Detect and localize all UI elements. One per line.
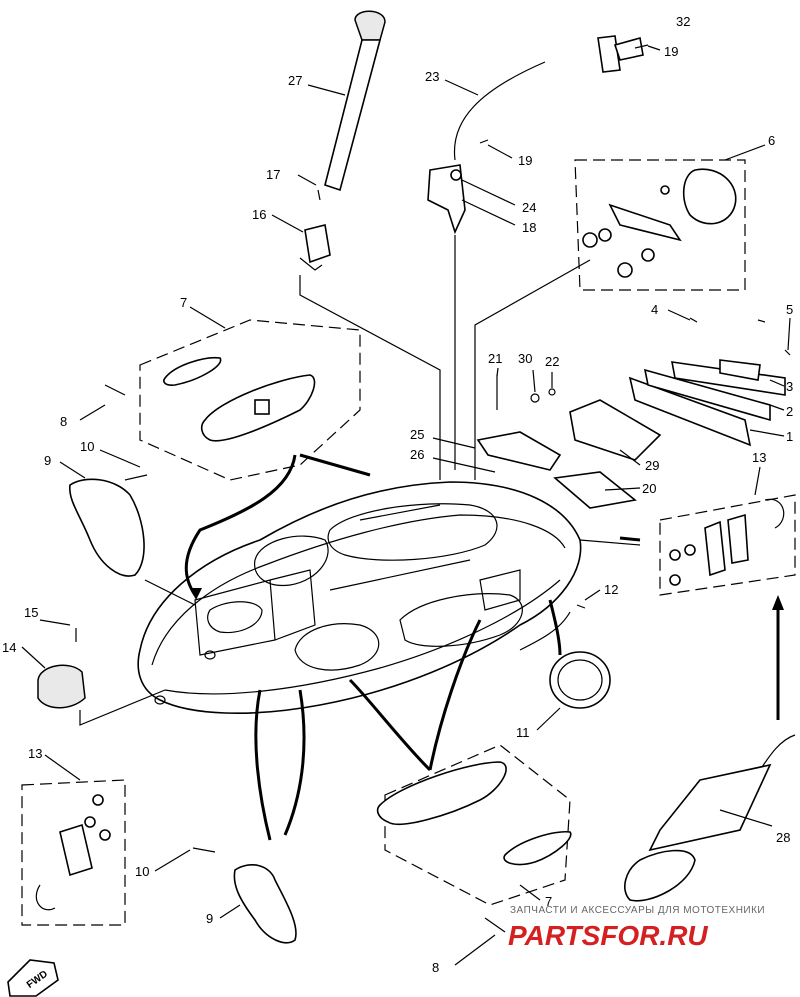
callout-18: 18 (522, 220, 536, 235)
fwd-direction-marker: FWD (7, 959, 59, 997)
callout-14: 14 (2, 640, 16, 655)
callout-17: 17 (266, 167, 280, 182)
handle-assembly-part-7-upper (139, 319, 361, 481)
plate-part-20 (476, 375, 637, 509)
cable-part-23 (427, 61, 546, 235)
callout-8-lower: 8 (432, 960, 439, 975)
callout-9-upper: 9 (44, 453, 51, 468)
hook-assembly-part-13-left (21, 779, 126, 926)
bracket-part-32 (597, 35, 644, 73)
callout-19-top: 19 (664, 44, 678, 59)
callout-10-upper: 10 (80, 439, 94, 454)
callout-4: 4 (651, 302, 658, 317)
cap-part-14 (37, 664, 86, 709)
callout-21: 21 (488, 351, 502, 366)
callout-2: 2 (786, 404, 793, 419)
callout-7-lower: 7 (545, 894, 552, 909)
steering-pole-part-27 (299, 10, 386, 271)
callout-25: 25 (410, 427, 424, 442)
callout-labels: 1 2 3 4 5 6 7 7 8 8 9 9 10 10 11 12 13 1… (2, 14, 793, 975)
callout-leaders (21, 45, 791, 966)
callout-15: 15 (24, 605, 38, 620)
watermark-tagline: ЗАПЧАСТИ И АКСЕССУАРЫ ДЛЯ МОТОТЕХНИКИ (510, 905, 765, 916)
callout-7-upper: 7 (180, 295, 187, 310)
callout-13-right: 13 (752, 450, 766, 465)
callout-6: 6 (768, 133, 775, 148)
callout-30: 30 (518, 351, 532, 366)
callout-20: 20 (642, 481, 656, 496)
leader-lines (79, 235, 784, 841)
callout-5: 5 (786, 302, 793, 317)
callout-13-left: 13 (28, 746, 42, 761)
fasteners (75, 44, 791, 933)
callout-12: 12 (604, 582, 618, 597)
callout-26: 26 (410, 447, 424, 462)
callout-16: 16 (252, 207, 266, 222)
callout-1: 1 (786, 429, 793, 444)
callout-23: 23 (425, 69, 439, 84)
watermark: ЗАПЧАСТИ И АКСЕССУАРЫ ДЛЯ МОТОТЕХНИКИ PA… (508, 905, 765, 951)
callout-19-mid: 19 (518, 153, 532, 168)
callout-10-lower: 10 (135, 864, 149, 879)
callout-11: 11 (516, 725, 530, 740)
callout-22: 22 (545, 354, 559, 369)
callout-9-lower: 9 (206, 911, 213, 926)
callout-24: 24 (522, 200, 536, 215)
watermark-brand: PARTSFOR.RU (508, 920, 708, 951)
pad-part-29 (569, 399, 662, 461)
handle-assembly-part-7-lower (376, 744, 572, 906)
rails-parts-1-2-3 (628, 359, 786, 447)
callout-29: 29 (645, 458, 659, 473)
callout-32: 32 (676, 14, 690, 29)
callout-3: 3 (786, 379, 793, 394)
strap-part-28 (624, 734, 796, 902)
hull-deck (137, 481, 582, 714)
hook-assembly-part-13-right (659, 494, 796, 596)
bumper-part-9-lower (233, 864, 297, 944)
tow-eye-assembly-part-6 (574, 159, 746, 291)
callout-28: 28 (776, 830, 790, 845)
callout-8-upper: 8 (60, 414, 67, 429)
bumper-part-9-upper (69, 478, 145, 577)
callout-27: 27 (288, 73, 302, 88)
ring-part-11 (549, 651, 611, 709)
